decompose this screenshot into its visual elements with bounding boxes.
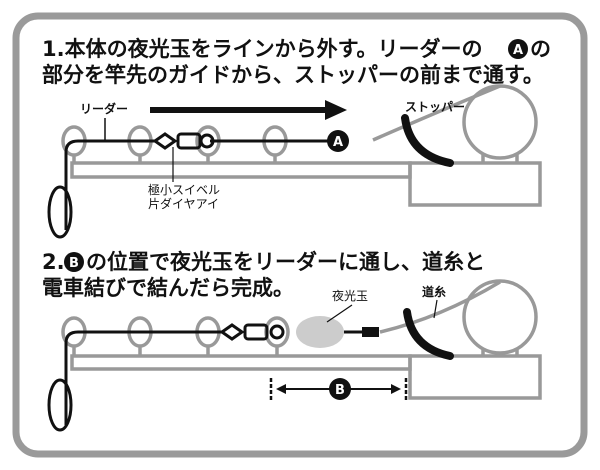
step1-title-line2: 部分を竿先のガイドから、ストッパーの前まで通す。 xyxy=(42,63,544,87)
frame xyxy=(12,12,588,458)
reel-seat xyxy=(408,354,542,400)
step2: 2. B の位置で夜光玉をリーダーに通し、道糸と 電車結びで結んだら完成。 道糸 xyxy=(42,250,542,432)
glow-bead xyxy=(296,316,344,348)
marker-b xyxy=(329,378,351,400)
leader-line xyxy=(64,330,222,425)
reel-seat xyxy=(408,161,542,207)
swivel xyxy=(219,323,285,341)
step2-title-line1: の位置で夜光玉をリーダーに通し、道糸と xyxy=(86,250,485,274)
loop xyxy=(47,185,73,239)
label-bead: 夜光玉 xyxy=(332,288,368,303)
stopper xyxy=(401,114,454,167)
main-line xyxy=(379,280,501,334)
step1-title-end: の xyxy=(530,37,551,61)
step1: 1.本体の夜光玉をラインから外す。リーダーの A の 部分を竿先のガイドから、ス… xyxy=(42,37,551,239)
knot xyxy=(362,327,379,337)
marker-a-inline xyxy=(508,39,528,59)
label-mainline: 道糸 xyxy=(422,284,446,299)
label-stopper: ストッパー xyxy=(405,100,465,114)
leader-line xyxy=(64,139,155,230)
step2-title-line2: 電車結びで結んだら完成。 xyxy=(42,276,294,300)
marker-b-inline xyxy=(64,252,84,272)
label-swivel-2: 片ダイヤアイ xyxy=(148,196,219,211)
svg-text:A: A xyxy=(333,135,343,150)
label-leader: リーダー xyxy=(80,101,128,116)
stopper xyxy=(403,308,454,360)
reel xyxy=(462,279,538,355)
svg-text:A: A xyxy=(513,43,523,58)
svg-text:B: B xyxy=(335,383,345,398)
step2-title-prefix: 2. xyxy=(42,250,65,274)
svg-text:B: B xyxy=(69,256,79,271)
label-swivel-1: 極小スイベル xyxy=(148,182,220,197)
main-line xyxy=(372,84,501,142)
swivel xyxy=(152,132,215,150)
loop xyxy=(47,378,73,432)
position-b-range: B xyxy=(269,378,408,400)
step1-title-line1: 1.本体の夜光玉をラインから外す。リーダーの xyxy=(42,37,483,61)
marker-a xyxy=(327,130,349,152)
